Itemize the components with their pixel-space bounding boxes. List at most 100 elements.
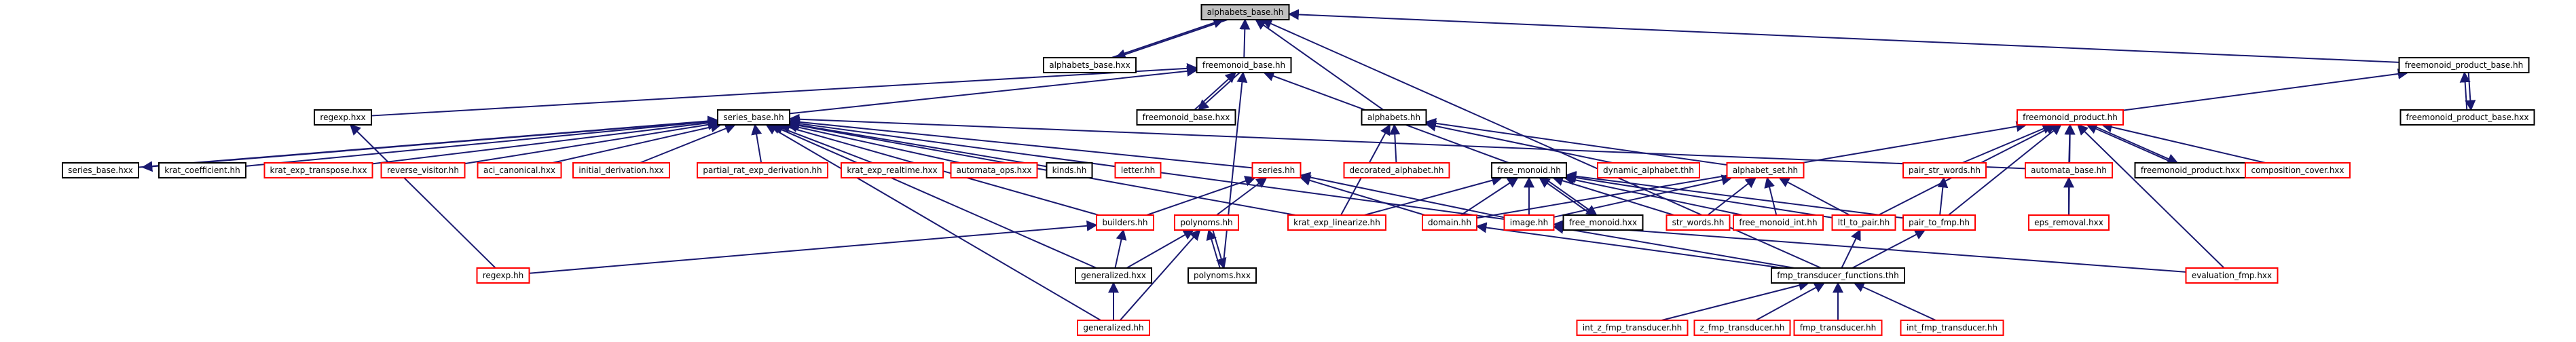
node-kinds-hh[interactable]: kinds.hh [1046, 162, 1093, 178]
edge-free-monoid-hh-to-free-monoid-hxx [1543, 177, 1598, 216]
edge-regexp-hh-to-regexp-hxx [350, 124, 496, 269]
node-evaluation-fmp-hxx[interactable]: evaluation_fmp.hxx [2185, 267, 2279, 284]
node-str-words-hh[interactable]: str_words.hh [1666, 214, 1731, 231]
node-generalized-hh[interactable]: generalized.hh [1077, 320, 1150, 336]
node-freemonoid-product-base-hh[interactable]: freemonoid_product_base.hh [2398, 57, 2530, 73]
node-alphabet-set-hh[interactable]: alphabet_set.hh [1726, 162, 1805, 178]
node-free-monoid-hh[interactable]: free_monoid.hh [1491, 162, 1567, 178]
node-box [1077, 320, 1150, 336]
edge-evaluation-fmp-hxx-to-image-hh [1552, 219, 2186, 273]
node-box [1343, 162, 1450, 178]
edge [1755, 282, 1826, 321]
node-alphabets-hh[interactable]: alphabets.hh [1361, 109, 1427, 126]
node-initial-derivation-hxx[interactable]: initial_derivation.hxx [572, 162, 670, 178]
node-box [314, 109, 372, 126]
node-partial-rat-exp-derivation-hh[interactable]: partial_rat_exp_derivation.hh [697, 162, 828, 178]
edge-krat-exp-transpose-hxx-to-series-base-hh [372, 117, 719, 165]
node-series-base-hh[interactable]: series_base.hh [717, 109, 790, 126]
edge-generalized-hxx-to-series-base-hh [769, 124, 1097, 269]
node-krat-exp-transpose-hxx[interactable]: krat_exp_transpose.hxx [263, 162, 373, 178]
node-series-hh[interactable]: series.hh [1251, 162, 1302, 178]
edge [1194, 71, 1237, 111]
node-fmp-transducer-hh[interactable]: fmp_transducer.hh [1793, 320, 1883, 336]
node-label: free_monoid_int.hh [1739, 218, 1817, 227]
node-label: freemonoid_base.hh [1202, 60, 1285, 70]
node-free-monoid-int-hh[interactable]: free_monoid_int.hh [1733, 214, 1824, 231]
node-pair-to-fmp-hh[interactable]: pair_to_fmp.hh [1902, 214, 1976, 231]
node-label: krat_exp_realtime.hxx [847, 166, 937, 175]
node-label: alphabets_base.hxx [1049, 60, 1130, 70]
edge [529, 220, 1098, 274]
node-int-fmp-transducer-hh[interactable]: int_fmp_transducer.hh [1900, 320, 2004, 336]
edge-alphabets-base-hh-to-alphabets-base-hxx [1114, 19, 1228, 60]
node-z-fmp-transducer-hh[interactable]: z_fmp_transducer.hh [1693, 320, 1791, 336]
node-image-hh[interactable]: image.hh [1503, 214, 1555, 231]
node-krat-coefficient-hh[interactable]: krat_coefficient.hh [158, 162, 246, 178]
edge [1543, 177, 1598, 216]
node-box [1902, 214, 1976, 231]
node-box [2025, 162, 2113, 178]
node-composition-cover-hxx[interactable]: composition_cover.hxx [2245, 162, 2351, 178]
node-free-monoid-hxx[interactable]: free_monoid.hxx [1562, 214, 1644, 231]
node-builders-hh[interactable]: builders.hh [1096, 214, 1154, 231]
edge-ltl-to-pair-hh-to-alphabet-set-hh [1778, 177, 1850, 216]
node-eps-removal-hxx[interactable]: eps_removal.hxx [2028, 214, 2110, 231]
node-dynamic-alphabet-thh[interactable]: dynamic_alphabet.thh [1597, 162, 1700, 178]
edge-fmp-transducer-functions-thh-to-alphabets-base-hh [1261, 18, 1822, 269]
node-regexp-hh[interactable]: regexp.hh [476, 267, 530, 284]
node-polynoms-hxx[interactable]: polynoms.hxx [1188, 267, 1257, 284]
node-decorated-alphabet-hh[interactable]: decorated_alphabet.hh [1343, 162, 1450, 178]
edge-str-words-hh-to-alphabet-set-hh [1707, 177, 1757, 216]
node-fmp-transducer-functions-thh[interactable]: fmp_transducer_functions.thh [1771, 267, 1905, 284]
node-domain-hh[interactable]: domain.hh [1422, 214, 1477, 231]
node-aci-canonical-hxx[interactable]: aci_canonical.hxx [477, 162, 562, 178]
node-ltl-to-pair-hh[interactable]: ltl_to_pair.hh [1831, 214, 1896, 231]
node-freemonoid-product-hh[interactable]: freemonoid_product.hh [2017, 109, 2124, 126]
node-label: decorated_alphabet.hh [1350, 166, 1444, 175]
node-series-base-hxx[interactable]: series_base.hxx [62, 162, 139, 178]
node-regexp-hxx[interactable]: regexp.hxx [314, 109, 372, 126]
node-box [1196, 57, 1292, 73]
node-label: fmp_transducer_functions.thh [1777, 271, 1899, 280]
node-label: str_words.hh [1672, 218, 1725, 227]
edge [1299, 175, 1425, 216]
node-alphabets-base-hh[interactable]: alphabets_base.hh [1200, 4, 1290, 20]
node-box [263, 162, 373, 178]
node-krat-exp-linearize-hh[interactable]: krat_exp_linearize.hh [1287, 214, 1386, 231]
node-freemonoid-base-hxx[interactable]: freemonoid_base.hxx [1136, 109, 1236, 126]
node-krat-exp-realtime-hxx[interactable]: krat_exp_realtime.hxx [841, 162, 944, 178]
node-alphabets-base-hxx[interactable]: alphabets_base.hxx [1043, 57, 1137, 73]
node-box [1503, 214, 1555, 231]
node-box [2399, 109, 2535, 126]
edge [1565, 170, 1904, 219]
edge [1146, 176, 1256, 216]
edge [1962, 124, 2054, 164]
node-box [1114, 162, 1162, 178]
node-box [1831, 214, 1896, 231]
edge-freemonoid-product-hxx-to-freemonoid-product-hh [2086, 124, 2174, 164]
node-box [1096, 214, 1154, 231]
node-int-z-fmp-transducer-hh[interactable]: int_z_fmp_transducer.hh [1576, 320, 1689, 336]
edge [1661, 280, 1810, 321]
edge [1552, 219, 2186, 273]
node-letter-hh[interactable]: letter.hh [1114, 162, 1162, 178]
node-freemonoid-product-hxx[interactable]: freemonoid_product.hxx [2134, 162, 2247, 178]
edge [552, 121, 722, 164]
edge-pair-to-fmp-hh-to-free-monoid-hh [1565, 170, 1904, 219]
node-label: reverse_visitor.hh [387, 166, 459, 175]
edge [2459, 71, 2471, 111]
node-generalized-hxx[interactable]: generalized.hxx [1075, 267, 1152, 284]
node-label: pair_to_fmp.hh [1909, 218, 1970, 227]
edge [1114, 229, 1127, 269]
node-freemonoid-base-hh[interactable]: freemonoid_base.hh [1196, 57, 1292, 73]
edge-kinds-hh-to-series-base-hh [788, 119, 1047, 168]
node-polynoms-hh[interactable]: polynoms.hh [1174, 214, 1239, 231]
node-pair-str-words-hh[interactable]: pair_str_words.hh [1902, 162, 1987, 178]
node-freemonoid-product-base-hxx[interactable]: freemonoid_product_base.hxx [2399, 109, 2535, 126]
edge-dynamic-alphabet-thh-to-alphabets-hh [1424, 120, 1613, 164]
node-automata-base-hh[interactable]: automata_base.hh [2025, 162, 2113, 178]
node-reverse-visitor-hh[interactable]: reverse_visitor.hh [380, 162, 466, 178]
edge-pair-to-fmp-hh-to-freemonoid-product-hh [1948, 124, 2062, 216]
node-automata-ops-hxx[interactable]: automata_ops.hxx [950, 162, 1038, 178]
edge [751, 124, 762, 164]
